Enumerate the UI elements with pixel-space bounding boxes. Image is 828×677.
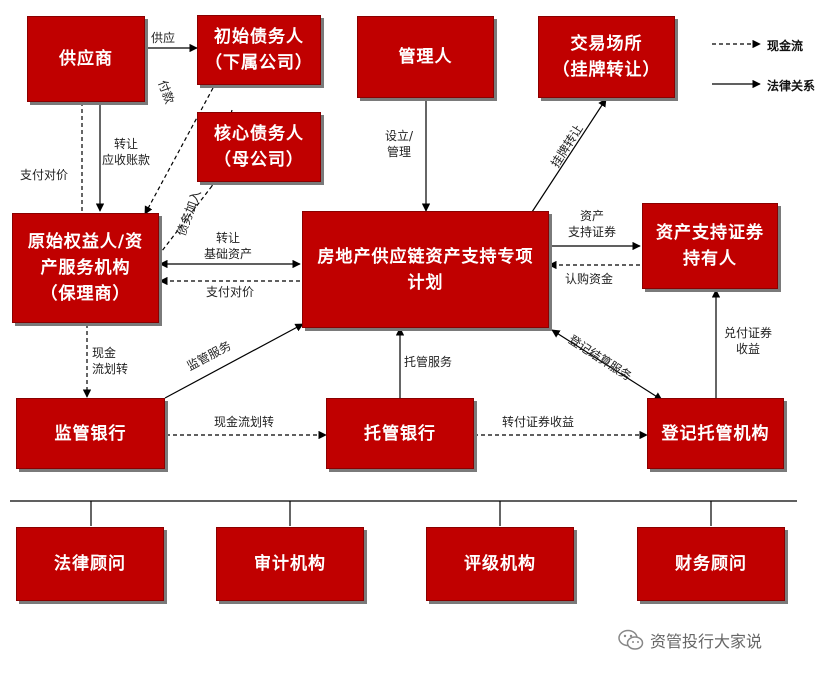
abs-line1: 资产 (580, 209, 605, 223)
transfer-ar-label: 转让 应收账款 (102, 136, 150, 168)
redeem-label: 兑付证券 收益 (724, 325, 772, 357)
establish-line1: 设立/ (385, 129, 414, 143)
payment-arrow (144, 87, 214, 215)
supervision-arrow (164, 323, 304, 399)
core-debtor-node: 核心债务人 （母公司） (197, 112, 321, 182)
abs-holder-label-2: 持有人 (683, 249, 737, 269)
legal-node: 法律顾问 (16, 527, 164, 601)
registrar-node: 登记托管机构 (647, 398, 784, 469)
transfer-assets-label: 转让 基础资产 (204, 230, 252, 262)
watermark: 资管投行大家说 (618, 628, 762, 652)
legal-label: 法律顾问 (54, 554, 126, 574)
cash-transfer-v-line1: 现金 (92, 346, 117, 360)
rating-label: 评级机构 (464, 554, 536, 574)
manager-node: 管理人 (357, 16, 494, 98)
custodian-bank-node: 托管银行 (326, 398, 474, 469)
pay-supplier-label: 支付对价 (20, 168, 69, 182)
initial-debtor-sub: （下属公司） (205, 53, 313, 73)
listing-arrow (531, 98, 607, 213)
subscribe-label: 认购资金 (565, 272, 614, 286)
supervisor-bank-label: 监管银行 (54, 423, 127, 444)
supply-label: 供应 (151, 31, 176, 45)
redeem-line2: 收益 (736, 342, 761, 356)
registrar-label: 登记托管机构 (661, 423, 770, 444)
exchange-label: 交易场所 (570, 34, 643, 54)
core-debtor-label: 核心债务人 (214, 124, 304, 144)
originator-label-3: （保理商） (40, 284, 131, 304)
transfer-assets-line1: 转让 (216, 231, 241, 245)
transfer-ar-line1: 转让 (114, 137, 139, 151)
custody-label: 托管服务 (404, 355, 453, 369)
supplier-label: 供应商 (59, 49, 113, 69)
cash-transfer-h-label: 现金流划转 (214, 415, 275, 429)
abs-holder-node: 资产支持证券 持有人 (642, 203, 778, 289)
abs-label: 资产 支持证券 (568, 208, 616, 240)
custodian-bank-label: 托管银行 (364, 423, 436, 444)
transfer-assets-line2: 基础资产 (204, 247, 253, 261)
transfer-ar-line2: 应收账款 (102, 153, 151, 167)
wechat-icon (618, 629, 644, 650)
legend-legal-relation: 法律关系 (767, 79, 816, 93)
manager-label: 管理人 (398, 47, 453, 67)
audit-label: 审计机构 (254, 554, 326, 574)
supervisor-bank-node: 监管银行 (16, 398, 165, 469)
supplier-node: 供应商 (27, 16, 145, 102)
pay-consideration-label: 支付对价 (206, 285, 255, 299)
abs-holder-label-1: 资产支持证券 (656, 223, 764, 243)
watermark-text: 资管投行大家说 (650, 632, 763, 651)
originator-label-2: 产服务机构 (40, 258, 131, 278)
audit-node: 审计机构 (216, 527, 364, 601)
establish-line2: 管理 (387, 145, 412, 159)
spv-node: 房地产供应链资产支持专项 计划 (302, 211, 549, 328)
initial-debtor-label: 初始债务人 (214, 27, 304, 47)
settlement-arrow (551, 329, 663, 401)
initial-debtor-node: 初始债务人 （下属公司） (197, 15, 321, 85)
core-debtor-sub: （母公司） (214, 150, 304, 170)
originator-label-1: 原始权益人/资 (27, 232, 144, 252)
cash-transfer-v-line2: 流划转 (92, 362, 129, 376)
exchange-node: 交易场所 （挂牌转让） (538, 16, 675, 98)
cash-transfer-v-label: 现金 流划转 (92, 345, 128, 377)
originator-node: 原始权益人/资 产服务机构 （保理商） (12, 213, 159, 323)
debt-join-arrow (154, 185, 213, 261)
abs-line2: 支持证券 (568, 225, 617, 239)
exchange-sub: （挂牌转让） (552, 60, 661, 80)
spv-label-1: 房地产供应链资产支持专项 (317, 246, 534, 267)
establish-label: 设立/ 管理 (385, 128, 413, 160)
financial-label: 财务顾问 (675, 554, 747, 574)
financial-node: 财务顾问 (637, 527, 785, 601)
spv-label-2: 计划 (407, 272, 444, 293)
legend-cash-flow: 现金流 (767, 39, 804, 53)
transfer-income-label: 转付证券收益 (502, 415, 575, 429)
rating-node: 评级机构 (426, 527, 574, 601)
redeem-line1: 兑付证券 (724, 326, 773, 340)
